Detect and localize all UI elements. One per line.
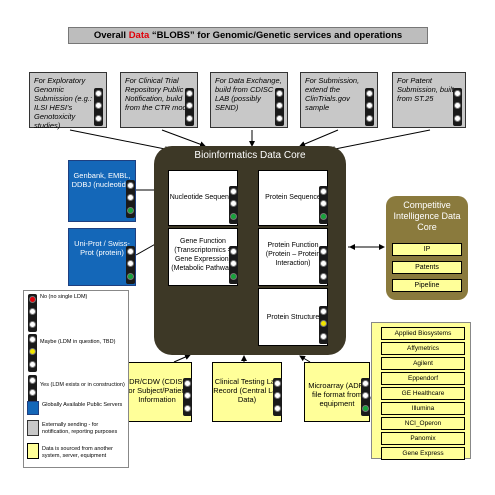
traffic-light [126, 246, 135, 284]
public-server-label: Uni-Prot / Swiss-Prot (protein) [74, 239, 130, 257]
top-box-label: For Exploratory Genomic Submission (e.g.… [34, 76, 92, 130]
vendor-item: Gene Express [381, 447, 465, 460]
traffic-light [319, 186, 328, 224]
top-box-label: For Clinical Trial Repository Public Not… [125, 76, 193, 112]
traffic-light [185, 88, 194, 126]
traffic-light [94, 88, 103, 126]
ci-item-pipeline: Pipeline [392, 279, 462, 292]
core-title: Bioinformatics Data Core [194, 150, 306, 161]
legend-yellow-light [28, 334, 37, 372]
cell-label: Gene Function (Transcriptomics = Gene Ex… [171, 238, 235, 272]
cell-label: Protein Structure [266, 314, 320, 321]
traffic-light [273, 378, 282, 416]
public-server-label: Genbank, EMBL, DDBJ (nucleotide) [71, 171, 133, 189]
public-server-nucleotide: Genbank, EMBL, DDBJ (nucleotide) [68, 160, 136, 222]
vendor-item: Agilent [381, 357, 465, 370]
title-suffix: “BLOBS” for Genomic/Genetic services and… [149, 30, 403, 41]
diagram-title: Overall Data “BLOBS” for Genomic/Genetic… [68, 27, 428, 44]
legend-red-text: No (no single LDM) [40, 294, 88, 300]
legend-grey-swatch [27, 420, 39, 436]
cell-protein-sequence: Protein Sequence [258, 170, 328, 226]
top-box-exploratory: For Exploratory Genomic Submission (e.g.… [29, 72, 107, 130]
vendor-item: GE Healthcare [381, 387, 465, 400]
bottom-box-label: Microarray (ADF) file format from equipm… [308, 381, 366, 408]
legend-yellowbox-text: Data is sourced from another system, ser… [42, 446, 113, 459]
traffic-light [319, 306, 328, 344]
legend-red-light [28, 294, 37, 332]
legend-blue-text: Globally Available Public Servers [42, 402, 123, 408]
top-box-label: For Patent Submission, built from ST.25 [397, 76, 454, 103]
legend-yellow-text: Maybe (LDM in question, TBD) [40, 339, 116, 345]
bottom-box-label: CDR/CDW (CDISC) for Subject/Patient Info… [123, 377, 191, 404]
legend-blue-swatch [27, 401, 39, 415]
cell-protein-structure: Protein Structure [258, 288, 328, 346]
traffic-light [361, 378, 370, 416]
bottom-box-microarray: Microarray (ADF) file format from equipm… [304, 362, 370, 422]
cell-gene-function: Gene Function (Transcriptomics = Gene Ex… [168, 228, 238, 286]
traffic-light [229, 186, 238, 224]
vendor-item: Affymetrics [381, 342, 465, 355]
legend-green-text: Yes (LDM exists or in construction) [40, 382, 125, 388]
cell-label: Protein Function (Protein – Protein Inte… [265, 242, 321, 267]
traffic-light [126, 180, 135, 218]
bottom-box-cdr: CDR/CDW (CDISC) for Subject/Patient Info… [122, 362, 192, 422]
competitive-title: Competitive Intelligence Data Core [393, 200, 461, 232]
traffic-light [365, 88, 374, 126]
legend [23, 290, 129, 468]
traffic-light [275, 88, 284, 126]
vendor-item: NCI_Operon [381, 417, 465, 430]
cell-label: Protein Sequence [265, 194, 321, 201]
ci-item-ip: IP [392, 243, 462, 256]
cell-nucleotide-sequence: Nucleotide Sequence [168, 170, 238, 226]
public-server-protein: Uni-Prot / Swiss-Prot (protein) [68, 228, 136, 286]
bottom-box-clinical-lab: Clinical Testing Lab Record (Central Lab… [212, 362, 282, 422]
legend-yellow-swatch [27, 443, 39, 459]
vendor-item: Eppendorf [381, 372, 465, 385]
title-highlight: Data [128, 30, 150, 41]
legend-grey-text: Externally sending - for notification, r… [42, 422, 118, 435]
top-box-label: For Data Exchange, build from CDISC LAB … [215, 76, 282, 112]
traffic-light [183, 378, 192, 416]
cell-protein-function: Protein Function (Protein – Protein Inte… [258, 228, 328, 286]
vendor-item: Panomix [381, 432, 465, 445]
vendor-item: Applied Biosystems [381, 327, 465, 340]
vendor-item: Illumina [381, 402, 465, 415]
top-box-label: For Submission, extend the ClinTrials.go… [305, 76, 360, 112]
traffic-light [229, 246, 238, 284]
traffic-light [319, 246, 328, 284]
ci-item-patents: Patents [392, 261, 462, 274]
title-prefix: Overall [93, 30, 129, 41]
cell-label: Nucleotide Sequence [169, 194, 237, 201]
traffic-light [453, 88, 462, 126]
bottom-box-label: Clinical Testing Lab Record (Central Lab… [213, 377, 281, 404]
